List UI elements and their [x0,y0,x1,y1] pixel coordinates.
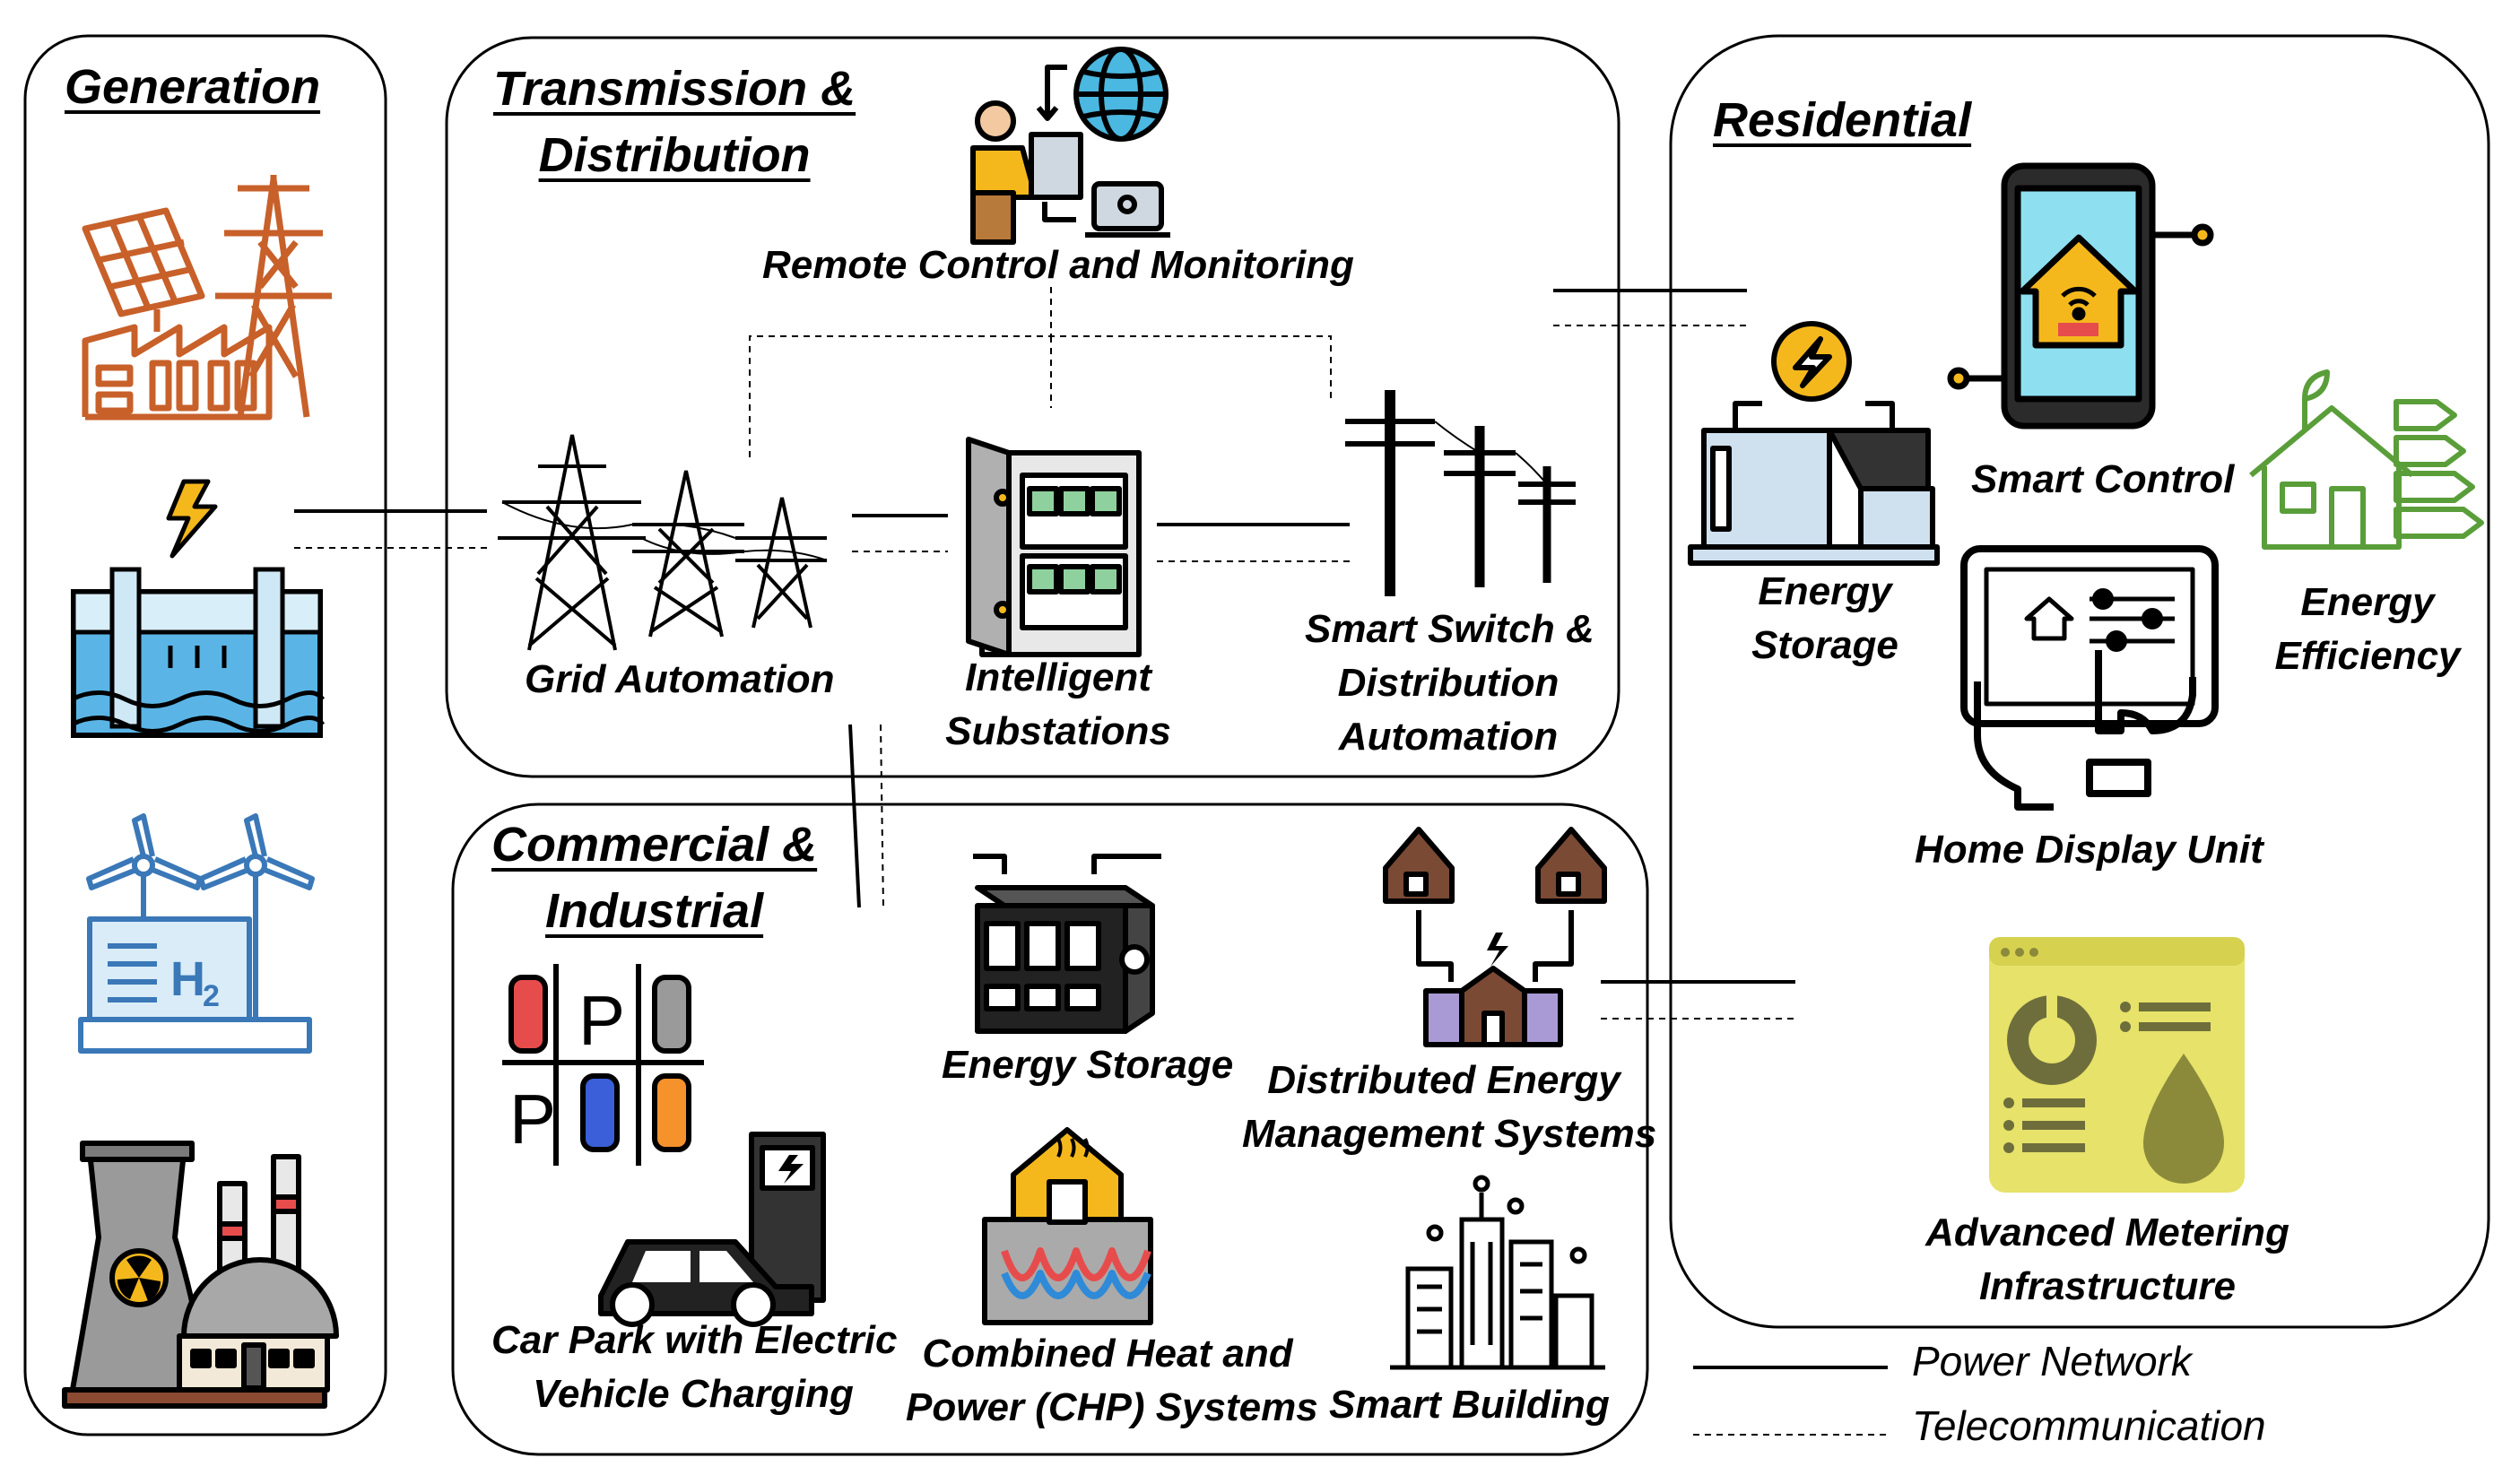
home-display-label: Home Display Unit [1915,828,2263,872]
car-park-label: Car Park with Electric Vehicle Charging [491,1318,898,1416]
ami-icon [1989,937,2245,1193]
svg-text:P: P [578,981,625,1060]
smart-control-label: Smart Control [1971,457,2235,501]
svg-text:2: 2 [203,979,220,1013]
telecom-links [294,287,1888,1436]
transmission-panel [445,36,1620,778]
energy-efficiency-icon [2249,369,2484,550]
ci-energy-storage-label: Energy Storage [942,1043,1234,1087]
legend-power-label: Power Network [1912,1338,2192,1384]
res-energy-storage-label: Energy Storage [1751,569,1898,667]
grid-automation-label: Grid Automation [525,657,835,701]
parking-icon: P P [502,964,704,1166]
generation-panel [23,34,387,1436]
smart-switch-icon [1345,390,1576,596]
ci-energy-storage-icon [973,854,1161,1034]
residential-panel [1669,34,2490,1329]
ami-label: Advanced Metering Infrastructure [1925,1211,2289,1308]
substation-icon [966,437,1142,657]
smart-switch-label: Smart Switch & Distribution Automation [1305,607,1594,759]
remote-control-label: Remote Control and Monitoring [762,243,1354,287]
transmission-title: Transmission & Distribution [493,62,856,182]
nuclear-plant-icon [62,1141,339,1409]
remote-control-icon [970,47,1170,245]
substation-label: Intelligent Substations [945,655,1171,753]
chp-icon [982,1127,1153,1325]
ev-charging-icon [598,1132,826,1327]
legend-telecom-label: Telecommunication [1912,1402,2266,1449]
power-links [294,289,1888,1369]
svg-text:H: H [170,952,205,1006]
dems-label: Distributed Energy Management Systems [1242,1058,1657,1156]
energy-efficiency-label: Energy Efficiency [2274,580,2461,678]
dems-icon [1383,827,1607,1047]
commercial-panel [451,803,1649,1456]
grid-automation-icon [498,434,828,651]
res-energy-storage-icon [1688,321,1940,566]
chp-label: Combined Heat and Power (CHP) Systems [906,1332,1318,1429]
smart-building-label: Smart Building [1329,1383,1610,1427]
svg-text:P: P [509,1080,556,1159]
smart-building-icon [1390,1175,1605,1370]
residential-title: Residential [1713,93,1972,147]
solar-factory-icon [82,175,332,421]
smart-control-icon [1947,162,2214,430]
hydrogen-wind-icon: H 2 [78,813,315,1054]
generation-title: Generation [65,60,321,114]
home-display-icon [1960,545,2219,811]
commercial-title: Commercial & Industrial [491,818,818,938]
hydro-dam-icon [70,479,326,738]
